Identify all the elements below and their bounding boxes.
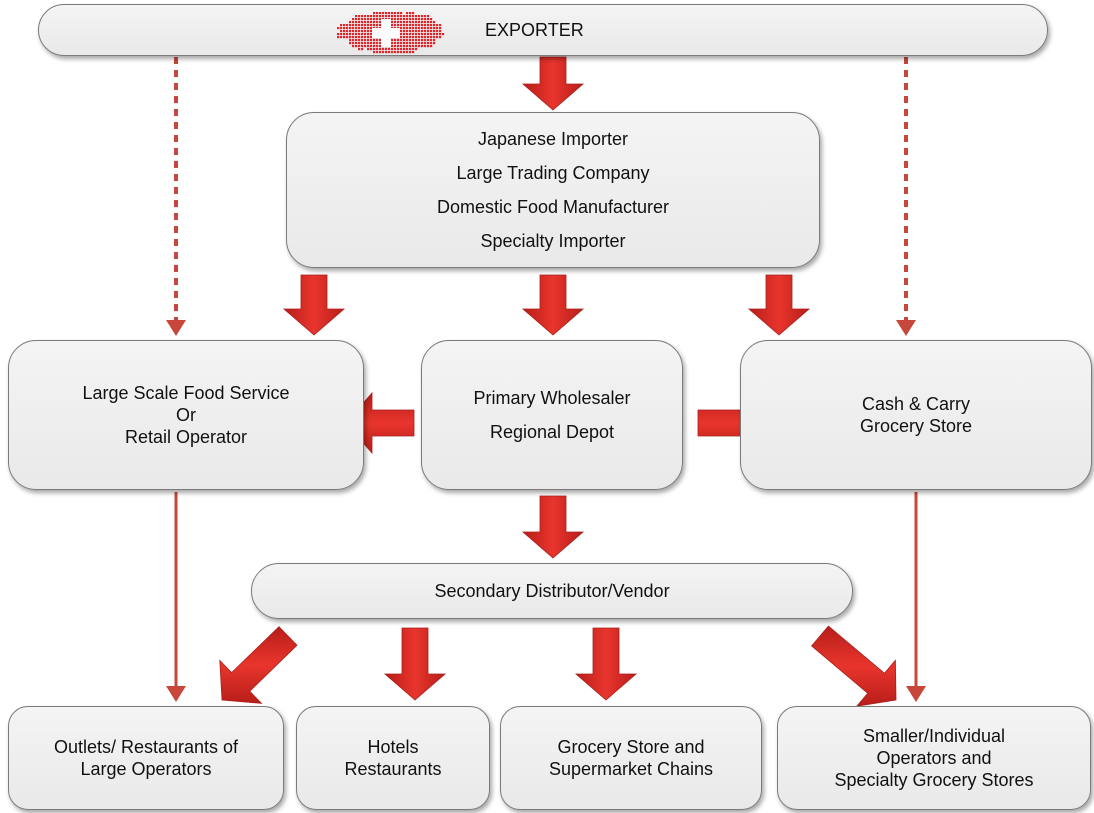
flow-arrow xyxy=(747,274,811,336)
importers-node: Japanese Importer Large Trading Company … xyxy=(286,112,820,268)
secondary-distributor-node: Secondary Distributor/Vendor xyxy=(251,563,853,619)
importer-line: Japanese Importer xyxy=(477,129,629,149)
node-line: Specialty Grocery Stores xyxy=(834,770,1034,790)
connector-arrowhead xyxy=(166,686,186,702)
flow-arrow xyxy=(811,625,897,707)
cash-and-carry-node: Cash & Carry Grocery Store xyxy=(740,340,1092,490)
primary-wholesaler-node: Primary Wholesaler Regional Depot xyxy=(421,340,683,490)
flow-arrow xyxy=(521,56,585,111)
node-line: Grocery Store xyxy=(859,416,973,436)
connector-arrowhead xyxy=(906,686,926,702)
node-line: Or xyxy=(176,405,196,425)
importer-line: Domestic Food Manufacturer xyxy=(436,197,670,217)
large-scale-operator-node: Large Scale Food Service Or Retail Opera… xyxy=(8,340,364,490)
node-line: Primary Wholesaler xyxy=(473,388,631,408)
flow-arrow xyxy=(383,627,447,701)
node-line: Supermarket Chains xyxy=(548,759,714,779)
flow-arrow xyxy=(282,274,346,336)
importer-line: Specialty Importer xyxy=(480,231,626,251)
node-line: Retail Operator xyxy=(124,427,248,447)
node-line: Smaller/Individual xyxy=(862,726,1006,746)
exporter-node: EXPORTER xyxy=(38,4,1048,56)
node-line: Restaurants xyxy=(344,759,442,779)
block-arrows xyxy=(219,56,897,707)
smaller-operators-node: Smaller/Individual Operators and Special… xyxy=(777,706,1091,810)
node-line: Grocery Store and xyxy=(557,737,705,757)
node-line: Large Scale Food Service xyxy=(82,383,290,403)
exporter-label: EXPORTER xyxy=(485,20,584,40)
node-line: Operators and xyxy=(876,748,992,768)
node-line: Regional Depot xyxy=(489,422,615,442)
node-line: Large Operators xyxy=(80,759,212,779)
flow-arrow xyxy=(574,627,638,701)
outlets-node: Outlets/ Restaurants of Large Operators xyxy=(8,706,284,810)
connector-lines xyxy=(166,57,926,702)
node-line: Hotels xyxy=(367,737,419,757)
flow-arrow xyxy=(219,626,298,704)
hotels-node: Hotels Restaurants xyxy=(296,706,490,810)
flow-arrow xyxy=(521,274,585,336)
flow-arrow xyxy=(521,495,585,559)
connector-arrowhead xyxy=(166,320,186,336)
connector-arrowhead xyxy=(896,320,916,336)
node-line: Outlets/ Restaurants of xyxy=(53,737,239,757)
swiss-flag-map-icon xyxy=(337,12,445,54)
node-line: Cash & Carry xyxy=(861,394,971,414)
node-label: Secondary Distributor/Vendor xyxy=(434,581,670,601)
importer-line: Large Trading Company xyxy=(456,163,650,183)
grocery-chains-node: Grocery Store and Supermarket Chains xyxy=(500,706,762,810)
